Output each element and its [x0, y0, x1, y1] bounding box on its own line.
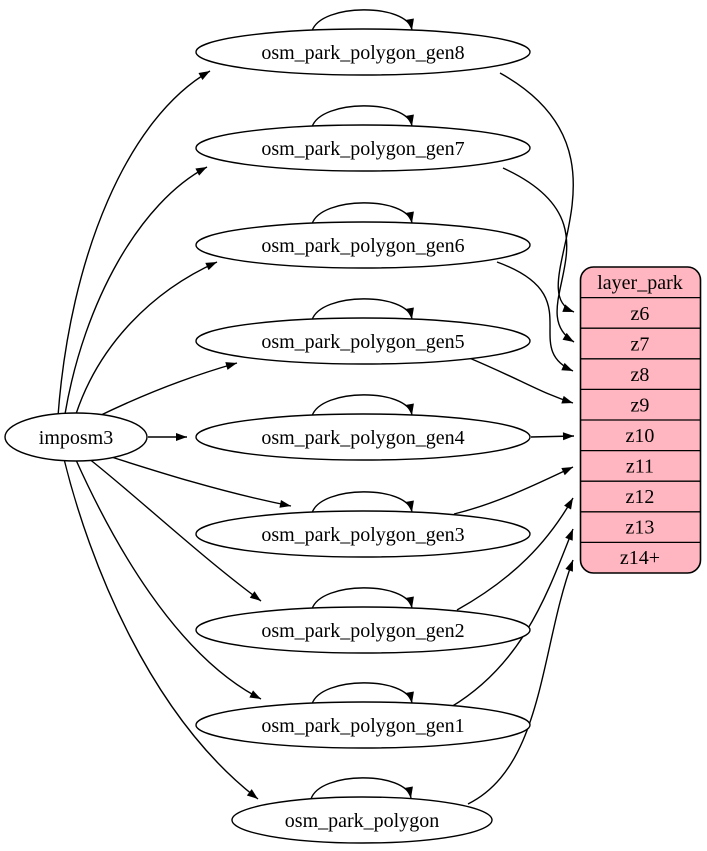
- gen5-ellipse: [195, 317, 531, 365]
- node-osm-park-polygon-gen8: osm_park_polygon_gen8: [195, 28, 531, 76]
- gen7-label: osm_park_polygon_gen7: [261, 138, 464, 160]
- edge-imposm3-gen3: [101, 453, 292, 508]
- gen3-ellipse: [195, 510, 531, 558]
- edge-imposm3-gen6: [75, 261, 218, 415]
- node-osm-park-polygon-gen4: osm_park_polygon_gen4: [195, 413, 531, 461]
- edge-gen7-z7: [502, 167, 575, 343]
- self-loop-gen5: [311, 298, 414, 321]
- gen3-label: osm_park_polygon_gen3: [261, 524, 464, 546]
- self-loop-gen8: [311, 9, 414, 32]
- layer-park-title: layer_park: [597, 272, 683, 294]
- edge-gen4-z10: [530, 432, 575, 441]
- edge-gen8-z6: [499, 72, 575, 313]
- node-osm-park-polygon-gen5: osm_park_polygon_gen5: [195, 317, 531, 365]
- node-osm-park-polygon-gen3: osm_park_polygon_gen3: [195, 510, 531, 558]
- edge-gen6-z8: [496, 261, 574, 372]
- edge-gen2-z12: [456, 497, 574, 611]
- self-loop-gen6: [311, 202, 414, 225]
- edge-imposm3-gen8: [57, 70, 211, 417]
- gen4-ellipse: [195, 413, 531, 461]
- gen1-label: osm_park_polygon_gen1: [261, 715, 464, 737]
- node-osm-park-polygon-gen2: osm_park_polygon_gen2: [195, 606, 531, 654]
- edge-gen5-z9: [466, 356, 574, 404]
- gen4-label: osm_park_polygon_gen4: [261, 427, 464, 449]
- gen6-ellipse: [195, 221, 531, 269]
- gen1-ellipse: [195, 701, 531, 749]
- node-osm-park-polygon-gen7: osm_park_polygon_gen7: [195, 124, 531, 172]
- edge-imposm3-gen5: [96, 362, 238, 418]
- layer-park-row-z9: z9: [631, 395, 650, 417]
- gen2-ellipse: [195, 606, 531, 654]
- layer-park-row-z14: z14+: [620, 547, 660, 569]
- self-loop-polygon: [310, 777, 413, 800]
- node-osm-park-polygon: osm_park_polygon: [231, 796, 493, 844]
- polygon-label: osm_park_polygon: [285, 810, 439, 832]
- layer-park-row-z6: z6: [631, 303, 650, 325]
- self-loops: [310, 9, 414, 800]
- self-loop-gen2: [311, 587, 414, 610]
- node-layer-park: layer_park z6 z7 z8 z9 z10 z11 z12 z13 z…: [579, 266, 702, 574]
- edge-polygon-z14: [467, 559, 574, 805]
- layer-park-row-z12: z12: [626, 486, 655, 508]
- layer-park-row-z10: z10: [626, 425, 655, 447]
- self-loop-gen3: [311, 491, 414, 514]
- gen6-label: osm_park_polygon_gen6: [261, 235, 464, 257]
- edge-imposm3-gen2: [87, 457, 262, 602]
- gen5-label: osm_park_polygon_gen5: [261, 331, 464, 353]
- edge-imposm3-gen7: [64, 166, 208, 415]
- layer-park-row-z8: z8: [631, 364, 650, 386]
- imposm3-label: imposm3: [39, 427, 113, 449]
- gen7-ellipse: [195, 124, 531, 172]
- self-loop-gen1: [311, 682, 414, 705]
- gen8-ellipse: [195, 28, 531, 76]
- self-loop-gen7: [311, 105, 414, 128]
- polygon-ellipse: [231, 796, 493, 844]
- edge-imposm3-gen1: [75, 459, 262, 700]
- layer-park-row-z13: z13: [626, 517, 655, 539]
- layer-park-row-z7: z7: [631, 334, 650, 356]
- layer-park-row-z11: z11: [626, 456, 654, 478]
- node-osm-park-polygon-gen6: osm_park_polygon_gen6: [195, 221, 531, 269]
- node-imposm3: imposm3: [4, 412, 148, 462]
- node-osm-park-polygon-gen1: osm_park_polygon_gen1: [195, 701, 531, 749]
- imposm3-ellipse: [4, 412, 148, 462]
- edges-from-imposm3: [57, 70, 292, 800]
- edges-to-layer-park: [450, 72, 575, 805]
- gen8-label: osm_park_polygon_gen8: [261, 42, 464, 64]
- edge-gen3-z11: [453, 466, 574, 515]
- edge-imposm3-polygon: [63, 458, 259, 800]
- self-loop-gen4: [311, 394, 414, 417]
- gen2-label: osm_park_polygon_gen2: [261, 620, 464, 642]
- edge-gen1-z13: [450, 528, 574, 708]
